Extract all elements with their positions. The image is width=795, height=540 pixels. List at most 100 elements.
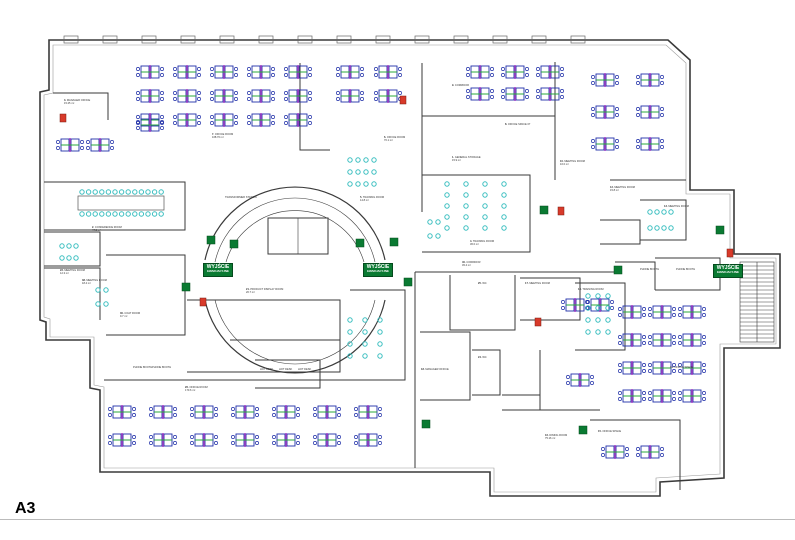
desk-cluster xyxy=(272,433,300,447)
meeting-chair-icon xyxy=(654,209,660,215)
desk-cluster xyxy=(272,405,300,419)
room-label: 17. MEETING ROOM xyxy=(525,282,550,285)
emergency-exit-sign-icon xyxy=(421,419,431,429)
phone-booth-label: PHONE BOOTH xyxy=(640,268,660,271)
room-number: 24. xyxy=(478,356,483,359)
meeting-chair-icon xyxy=(85,189,92,195)
meeting-chair-icon xyxy=(371,181,377,187)
desk-cluster xyxy=(636,73,664,87)
desk-cluster xyxy=(231,405,259,419)
desk-cluster xyxy=(231,433,259,447)
room-label: 14. OFFICE SPACE xyxy=(670,366,693,369)
room-name: DINING ROOM xyxy=(549,434,568,437)
meeting-tables xyxy=(59,157,674,359)
meeting-chair-icon xyxy=(377,353,383,359)
meeting-chair-icon xyxy=(105,211,112,217)
desk-cluster xyxy=(618,305,646,319)
desk-cluster xyxy=(173,89,201,103)
meeting-chair-icon xyxy=(444,192,450,198)
meeting-chair-icon xyxy=(151,189,158,195)
desk-cluster xyxy=(636,105,664,119)
desk-cluster xyxy=(108,405,136,419)
room-number: 16. xyxy=(545,434,550,437)
meeting-chair-icon xyxy=(158,189,164,195)
room-number: 17. xyxy=(525,282,530,285)
room-name: MEETING ROOM xyxy=(86,279,107,282)
desk-cluster xyxy=(536,65,564,79)
meeting-chair-icon xyxy=(661,209,667,215)
meeting-chair-icon xyxy=(105,189,112,195)
meeting-chair-icon xyxy=(501,214,507,220)
desk-cluster xyxy=(313,405,341,419)
meeting-chair-icon xyxy=(92,211,98,217)
meeting-chair-icon xyxy=(145,189,151,195)
meeting-chair-icon xyxy=(595,329,601,335)
window-icon xyxy=(297,35,313,44)
fire-extinguisher-icon xyxy=(557,206,565,216)
meeting-chair-icon xyxy=(151,211,158,217)
desk-cluster xyxy=(210,89,238,103)
meeting-chair-icon xyxy=(79,189,85,195)
fire-extinguisher-icon xyxy=(726,248,734,258)
room-name: WC xyxy=(482,356,487,359)
desk-cluster xyxy=(247,65,275,79)
building-outline-inner xyxy=(43,44,777,493)
transformer-label: TRANSFORMER STATION xyxy=(225,196,257,199)
central-rotunda xyxy=(204,186,386,374)
desk-cluster xyxy=(190,405,218,419)
desk-cluster xyxy=(247,89,275,103)
meeting-chair-icon xyxy=(112,211,118,217)
desk-cluster xyxy=(591,105,619,119)
meeting-chair-icon xyxy=(661,225,667,231)
meeting-chair-icon xyxy=(501,225,507,231)
room-name: OFFICE ROOM xyxy=(386,136,406,139)
room-name: MEETING ROOM xyxy=(614,186,635,189)
meeting-chair-icon xyxy=(435,219,441,225)
window-icon xyxy=(180,35,196,44)
room-name: OFFICE ROOM xyxy=(189,386,208,389)
meeting-chair-icon xyxy=(125,211,131,217)
emergency-exit-sign-icon xyxy=(229,239,239,249)
meeting-chair-icon xyxy=(347,169,353,175)
room-area: 170.6 m² xyxy=(185,389,196,392)
desk-cluster xyxy=(86,138,114,152)
desk-cluster xyxy=(618,333,646,347)
meeting-chair-icon xyxy=(595,317,601,323)
emergency-exit-sign-icon xyxy=(539,205,549,215)
desk-cluster xyxy=(284,89,312,103)
room-number: 26. xyxy=(185,386,190,389)
room-area: 75.16 m² xyxy=(545,437,556,440)
window-icon xyxy=(258,35,274,44)
meeting-chair-icon xyxy=(605,305,611,311)
room-number: 22. xyxy=(60,269,65,272)
building-outline xyxy=(39,39,781,497)
desk-cluster xyxy=(284,65,312,79)
meeting-chair-icon xyxy=(463,192,469,198)
room-name: PRODUCT DISPLAY ROOM xyxy=(250,288,284,291)
meeting-chair-icon xyxy=(427,219,433,225)
meeting-chair-icon xyxy=(362,353,368,359)
exit-banner-left: WYJŚCIE EWAKUACYJNE xyxy=(203,263,233,277)
room-number: 12. xyxy=(610,186,615,189)
desk-cluster xyxy=(149,405,177,419)
room-name: MANAGER OFFICE xyxy=(66,99,91,102)
room-area: 12.3 m² xyxy=(60,272,69,275)
room-number: 14. xyxy=(670,366,675,369)
meeting-chair-icon xyxy=(482,225,488,231)
meeting-chair-icon xyxy=(482,214,488,220)
desk-cluster xyxy=(56,138,84,152)
room-number: 15. xyxy=(598,430,603,433)
desk-cluster xyxy=(648,389,676,403)
room-label: 15. OFFICE SPACE xyxy=(598,430,621,433)
meeting-chair-icon xyxy=(347,317,353,323)
room-name: CONFERENCE ROOM xyxy=(94,226,122,229)
meeting-chair-icon xyxy=(585,317,591,323)
room-label: 25. WC xyxy=(478,282,487,285)
desk-cluster xyxy=(466,87,494,101)
window-icon xyxy=(492,35,508,44)
meeting-chair-icon xyxy=(585,329,591,335)
desk-cluster xyxy=(648,333,676,347)
